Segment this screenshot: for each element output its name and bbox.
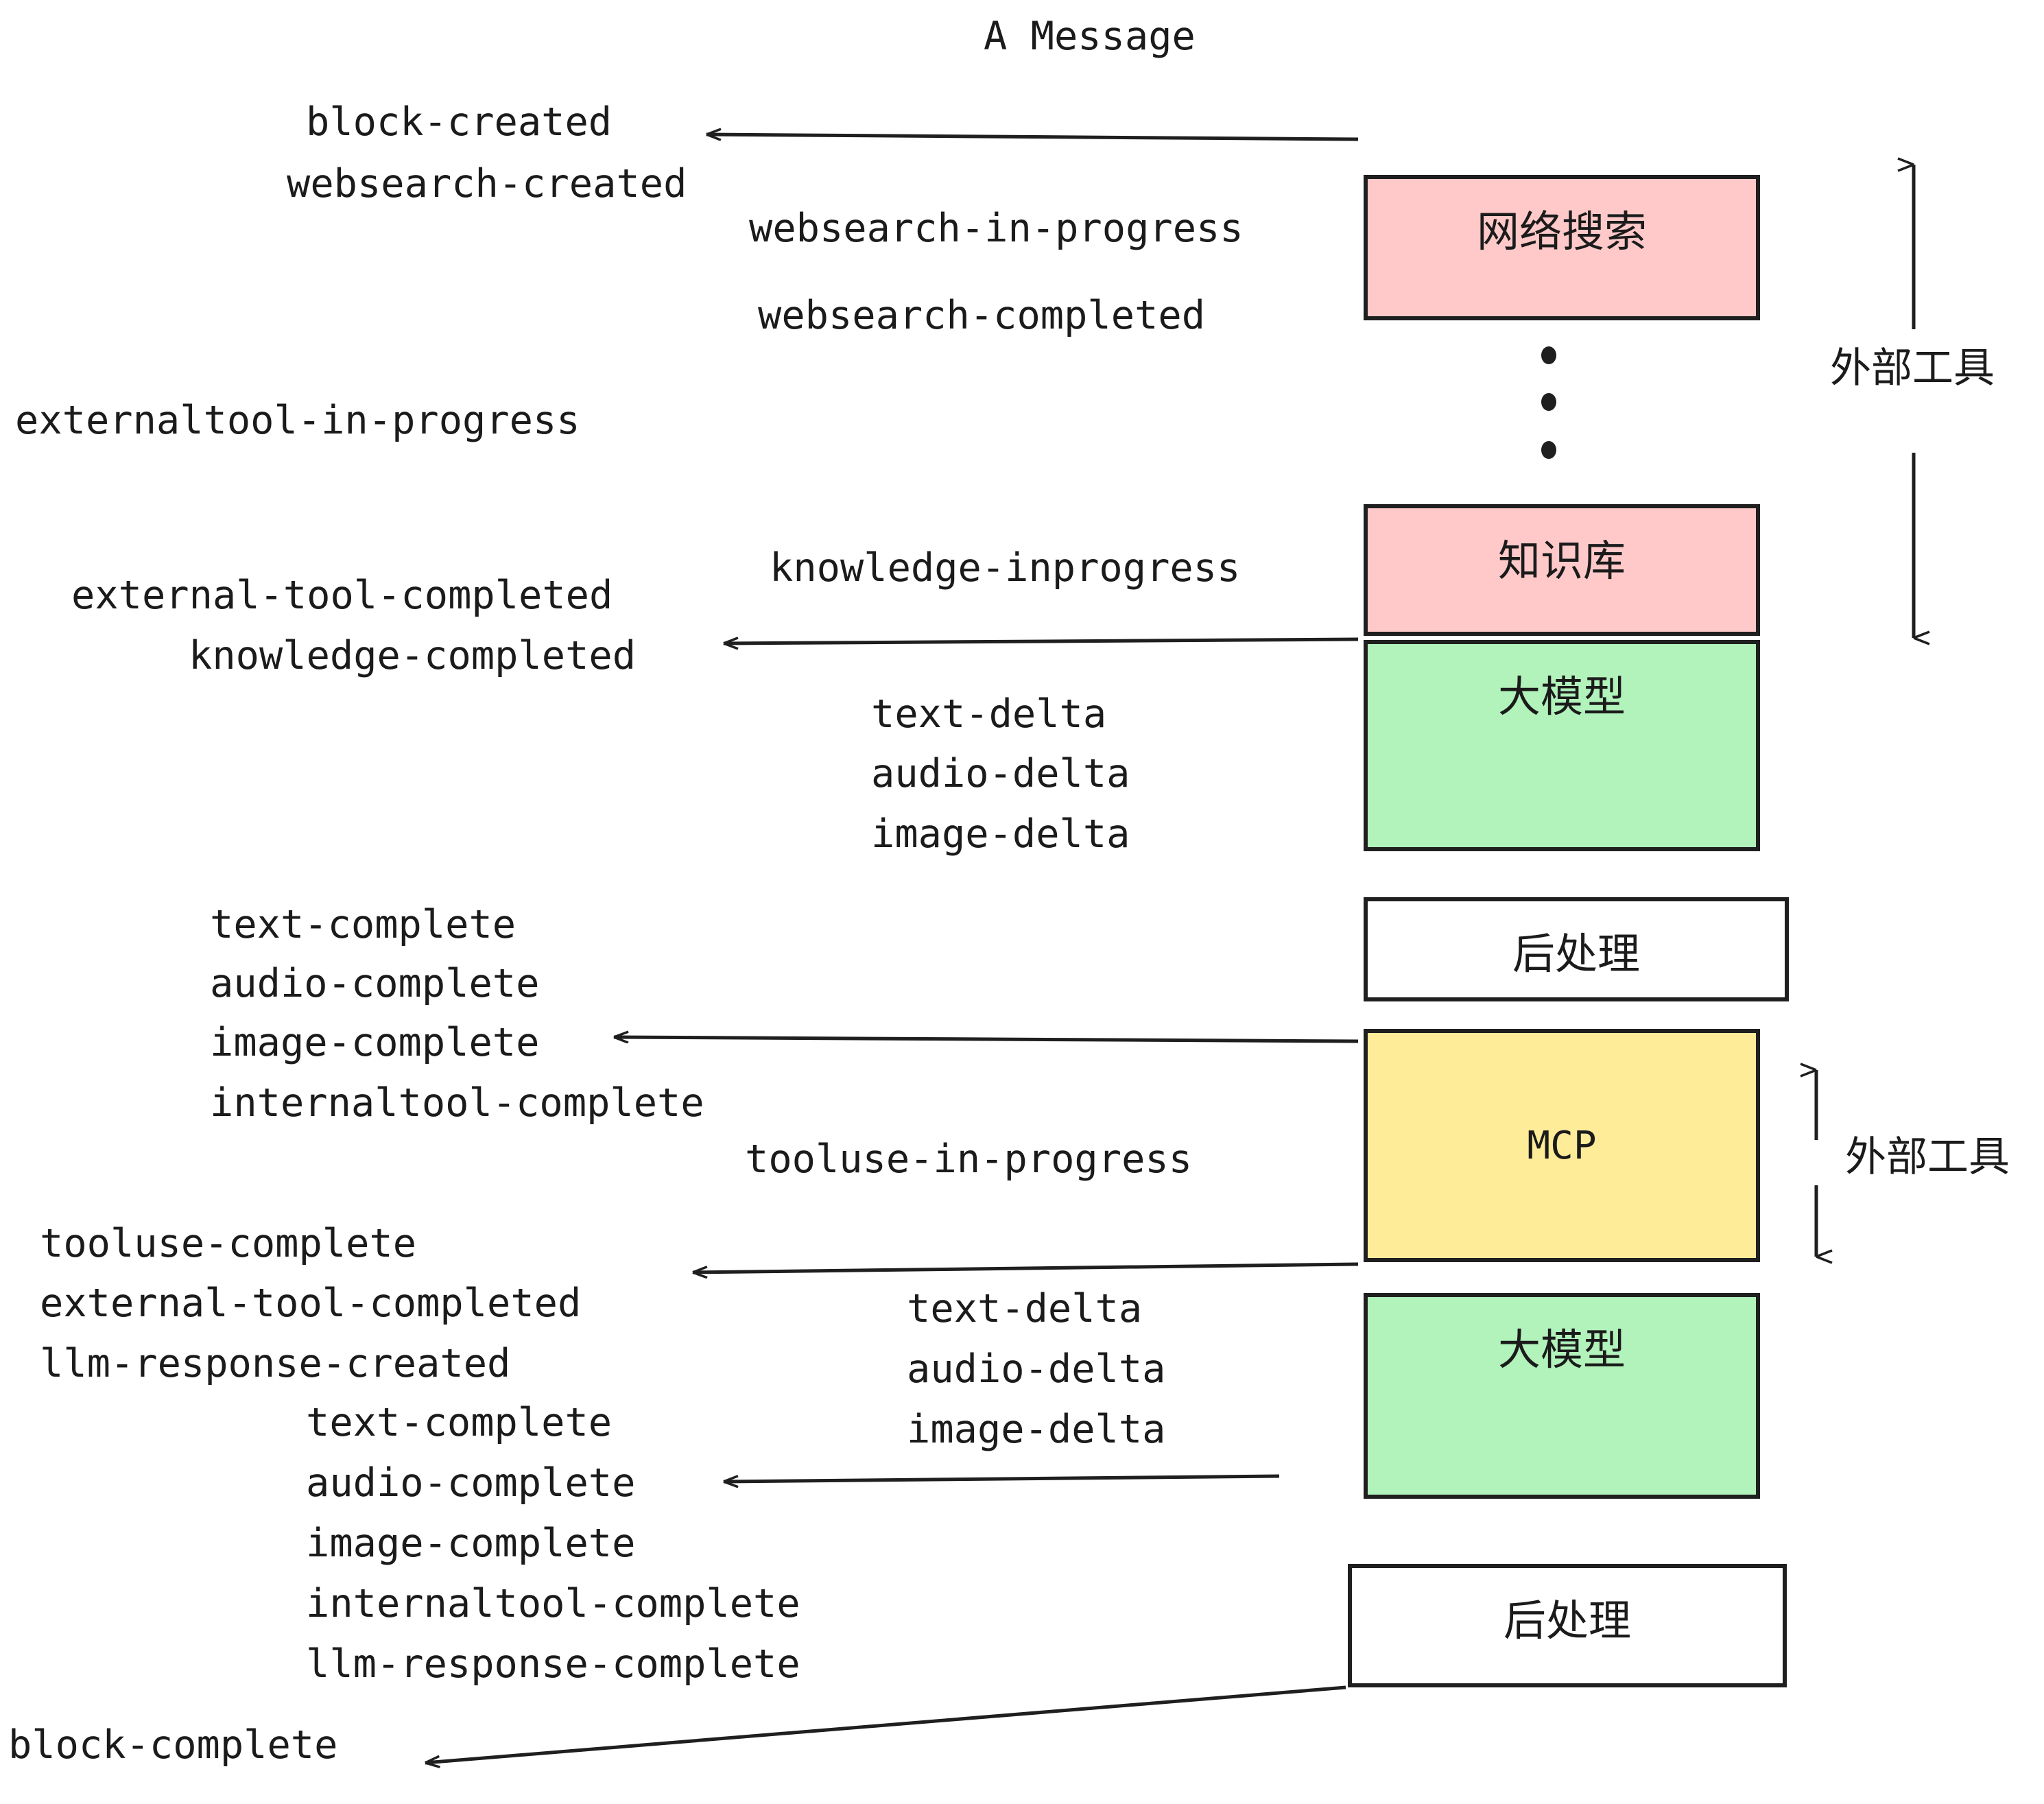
- box-llm-2[interactable]: 大模型: [1364, 1293, 1760, 1499]
- event-websearch-completed: websearch-completed: [758, 293, 1206, 338]
- diagram-title: A Message: [984, 14, 1196, 59]
- event-llm-response-complete: llm-response-complete: [306, 1641, 800, 1687]
- box-postprocess-1-label: 后处理: [1512, 929, 1640, 979]
- event-block-created: block-created: [306, 99, 613, 145]
- event-audio-delta-1: audio-delta: [871, 751, 1130, 796]
- event-image-complete-2: image-complete: [306, 1521, 636, 1566]
- event-tooluse-complete: tooluse-complete: [40, 1221, 417, 1266]
- event-knowledge-completed: knowledge-completed: [189, 633, 637, 678]
- event-llm-response-created: llm-response-created: [40, 1341, 511, 1386]
- event-internaltool-complete-2: internaltool-complete: [306, 1581, 800, 1626]
- event-websearch-created: websearch-created: [287, 161, 687, 206]
- event-image-complete-1: image-complete: [210, 1020, 540, 1065]
- arrow-llm2-to-audiocomplete: [724, 1474, 1280, 1482]
- arrow-knowledge-to-completed: [724, 639, 1359, 643]
- ellipsis-dot-3: [1541, 441, 1556, 459]
- box-knowledge-label: 知识库: [1497, 536, 1626, 586]
- event-image-delta-1: image-delta: [871, 811, 1130, 857]
- event-knowledge-inprogress: knowledge-inprogress: [770, 545, 1241, 591]
- event-text-delta-2: text-delta: [907, 1286, 1143, 1331]
- event-audio-complete-1: audio-complete: [210, 961, 540, 1006]
- event-audio-complete-2: audio-complete: [306, 1460, 636, 1506]
- event-block-complete: block-complete: [8, 1722, 338, 1768]
- box-mcp[interactable]: MCP: [1364, 1029, 1760, 1262]
- box-llm-1[interactable]: 大模型: [1364, 640, 1760, 851]
- event-tooluse-in-progress: tooluse-in-progress: [745, 1137, 1193, 1182]
- box-websearch-label: 网络搜索: [1476, 206, 1647, 257]
- event-externaltool-in-progress: externaltool-in-progress: [15, 398, 580, 443]
- arrow-post2-to-blockcomplete: [425, 1685, 1346, 1763]
- event-text-complete-1: text-complete: [210, 902, 516, 947]
- arrow-mcp-to-tooluse-complete: [693, 1262, 1359, 1272]
- box-postprocess-1[interactable]: 后处理: [1364, 897, 1789, 1001]
- event-text-delta-1: text-delta: [871, 691, 1107, 737]
- event-external-tool-completed-1: external-tool-completed: [71, 573, 613, 618]
- box-llm-1-label: 大模型: [1497, 672, 1626, 722]
- event-text-complete-2: text-complete: [306, 1400, 613, 1445]
- ellipsis-dot-1: [1541, 346, 1556, 364]
- box-knowledge[interactable]: 知识库: [1364, 504, 1760, 636]
- arrow-post1-to-imagecomplete: [614, 1037, 1359, 1041]
- box-mcp-label: MCP: [1527, 1123, 1597, 1168]
- box-postprocess-2-label: 后处理: [1503, 1595, 1631, 1646]
- event-websearch-in-progress: websearch-in-progress: [749, 206, 1244, 251]
- event-audio-delta-2: audio-delta: [907, 1346, 1166, 1392]
- event-external-tool-completed-2: external-tool-completed: [40, 1281, 582, 1326]
- ellipsis-dot-2: [1541, 393, 1556, 411]
- side-label-external-tool-top: 外部工具: [1830, 344, 1995, 392]
- event-image-delta-2: image-delta: [907, 1407, 1166, 1452]
- side-label-external-tool-bottom: 外部工具: [1845, 1133, 2010, 1181]
- box-postprocess-2[interactable]: 后处理: [1348, 1564, 1787, 1687]
- event-internaltool-complete-1: internaltool-complete: [210, 1080, 704, 1126]
- arrow-websearch-to-blockcreated: [706, 134, 1359, 141]
- box-llm-2-label: 大模型: [1497, 1325, 1626, 1375]
- box-websearch[interactable]: 网络搜索: [1364, 175, 1760, 320]
